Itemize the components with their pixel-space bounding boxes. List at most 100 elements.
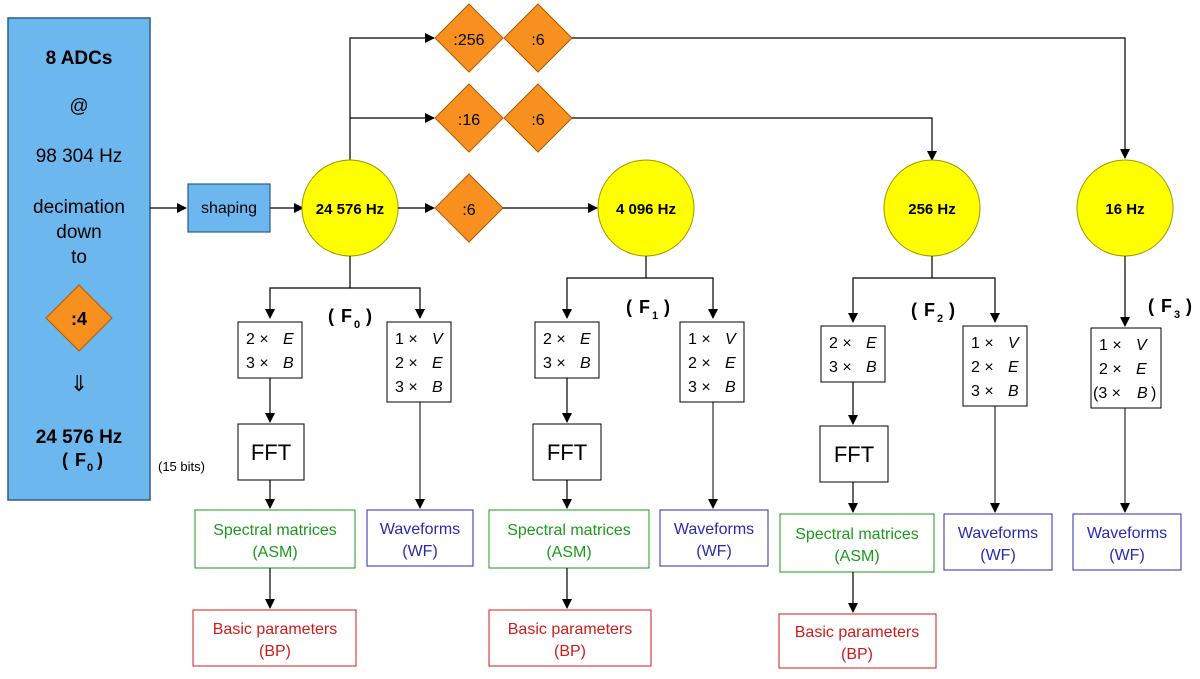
svg-text:(WF): (WF) bbox=[696, 543, 732, 560]
branch-f2-sub: 2 bbox=[937, 313, 943, 325]
branch-f1-sub: 1 bbox=[652, 310, 658, 322]
fft-box-f2 bbox=[819, 425, 889, 483]
svg-text:2 ×: 2 × bbox=[246, 331, 269, 348]
svg-text:2 ×: 2 × bbox=[688, 355, 711, 372]
adc-decimation-line1: decimation bbox=[33, 197, 125, 218]
decimator-16 bbox=[434, 83, 504, 153]
svg-text:(ASM): (ASM) bbox=[546, 544, 591, 561]
svg-text:B: B bbox=[725, 379, 736, 396]
svg-text:): ) bbox=[366, 306, 372, 326]
svg-text:3 ×: 3 × bbox=[971, 383, 994, 400]
fft-label-f1: FFT bbox=[547, 440, 587, 465]
adc-at: @ bbox=[69, 96, 88, 117]
svg-text:(3 ×: (3 × bbox=[1093, 385, 1121, 402]
decimator-6-top bbox=[503, 3, 573, 73]
svg-text:E: E bbox=[866, 335, 877, 352]
svg-text:E: E bbox=[1008, 359, 1019, 376]
svg-text:2 ×: 2 × bbox=[395, 355, 418, 372]
wf-box-f0 bbox=[366, 509, 474, 567]
branch-f0: ( F 0 ) 2 × E 3 × B 1 × V 2 × E 3 × B FF… bbox=[158, 256, 474, 667]
fft-box-f0 bbox=[237, 423, 305, 481]
svg-text:B: B bbox=[1008, 383, 1019, 400]
decimator-6-mid bbox=[503, 83, 573, 153]
svg-text:3 ×: 3 × bbox=[688, 379, 711, 396]
svg-text:B: B bbox=[432, 379, 443, 396]
svg-text:3 ×: 3 × bbox=[395, 379, 418, 396]
svg-text:Waveforms: Waveforms bbox=[958, 525, 1038, 542]
shaping-label: shaping bbox=[201, 200, 257, 217]
wave-inputs-f3 bbox=[1090, 327, 1162, 409]
branch-f3: ( F 3 ) 1 × V 2 × E (3 × B ) Waveforms (… bbox=[1072, 256, 1192, 571]
freq-f1-label: 4 096 Hz bbox=[616, 201, 676, 218]
svg-text:Waveforms: Waveforms bbox=[674, 521, 754, 538]
asm-box-f2 bbox=[779, 513, 935, 573]
adc-title: 8 ADCs bbox=[46, 48, 113, 69]
adc-panel: 8 ADCs @ 98 304 Hz decimation down to :4… bbox=[7, 17, 151, 501]
adc-decimation-line2: down bbox=[56, 222, 101, 243]
spectral-inputs-f1 bbox=[534, 321, 600, 379]
decimator-256-label: :256 bbox=[453, 32, 484, 49]
svg-text:2 ×: 2 × bbox=[543, 331, 566, 348]
branch-f0-label: F bbox=[341, 306, 352, 326]
svg-text:(: ( bbox=[1148, 296, 1154, 316]
svg-text:(BP): (BP) bbox=[259, 643, 291, 660]
adc-rate: 98 304 Hz bbox=[36, 146, 123, 167]
svg-text:(: ( bbox=[626, 297, 632, 317]
svg-text:): ) bbox=[1186, 296, 1192, 316]
svg-text:B: B bbox=[866, 359, 877, 376]
svg-text:1 ×: 1 × bbox=[688, 331, 711, 348]
arrow-f0-to-256 bbox=[349, 33, 435, 160]
decimator-6-top-label: :6 bbox=[531, 32, 544, 49]
branch-f1: ( F 1 ) 2 × E 3 × B 1 × V 2 × E 3 × B FF… bbox=[488, 256, 769, 667]
svg-text:Spectral matrices: Spectral matrices bbox=[213, 522, 337, 539]
adc-output-label: F bbox=[75, 450, 86, 470]
spectral-inputs-f2 bbox=[820, 325, 886, 383]
svg-text:3 ×: 3 × bbox=[543, 355, 566, 372]
svg-text:B: B bbox=[1137, 385, 1148, 402]
bp-box-f0 bbox=[192, 609, 357, 667]
svg-text:V: V bbox=[432, 331, 444, 348]
wf-box-f1 bbox=[659, 509, 769, 567]
fft-label-f0: FFT bbox=[251, 440, 291, 465]
decimator-256 bbox=[434, 3, 504, 73]
bp-box-f2 bbox=[778, 613, 937, 669]
svg-text:E: E bbox=[1136, 361, 1147, 378]
svg-text:V: V bbox=[1008, 335, 1020, 352]
svg-text:): ) bbox=[1151, 385, 1156, 402]
wave-inputs-f1 bbox=[679, 321, 745, 403]
shaping-box bbox=[187, 183, 271, 233]
svg-text:E: E bbox=[580, 331, 591, 348]
svg-text:(BP): (BP) bbox=[841, 646, 873, 663]
svg-text:E: E bbox=[283, 331, 294, 348]
svg-text:2 ×: 2 × bbox=[1099, 361, 1122, 378]
svg-text:E: E bbox=[432, 355, 443, 372]
fft-label-f2: FFT bbox=[834, 442, 874, 467]
svg-text:Waveforms: Waveforms bbox=[1087, 525, 1167, 542]
asm-box-f1 bbox=[488, 509, 650, 569]
svg-text:2 ×: 2 × bbox=[971, 359, 994, 376]
svg-text:E: E bbox=[725, 355, 736, 372]
branch-f0-sub: 0 bbox=[354, 319, 360, 331]
svg-text:Basic parameters: Basic parameters bbox=[795, 624, 920, 641]
svg-text:): ) bbox=[664, 297, 670, 317]
wave-inputs-f0 bbox=[386, 321, 452, 403]
svg-text:(ASM): (ASM) bbox=[834, 548, 879, 565]
decimator-16-label: :16 bbox=[458, 112, 480, 129]
branch-f3-label: F bbox=[1161, 296, 1172, 316]
svg-text:V: V bbox=[725, 331, 737, 348]
freq-f3-label: 16 Hz bbox=[1105, 201, 1144, 218]
svg-text:2 ×: 2 × bbox=[829, 335, 852, 352]
wf-box-f2 bbox=[943, 513, 1053, 571]
adc-decimation-line3: to bbox=[71, 247, 87, 268]
svg-text:1 ×: 1 × bbox=[1099, 337, 1122, 354]
decimator-6-f0-f1 bbox=[434, 173, 504, 243]
adc-decimator-diamond bbox=[45, 284, 113, 352]
svg-text:(BP): (BP) bbox=[554, 643, 586, 660]
svg-text:(WF): (WF) bbox=[402, 543, 438, 560]
branch-f3-sub: 3 bbox=[1174, 309, 1180, 321]
bp-box-f1 bbox=[488, 609, 652, 667]
arrow-to-16hz bbox=[572, 37, 1130, 159]
adc-output-rate: 24 576 Hz bbox=[36, 427, 123, 448]
svg-text:1 ×: 1 × bbox=[395, 331, 418, 348]
